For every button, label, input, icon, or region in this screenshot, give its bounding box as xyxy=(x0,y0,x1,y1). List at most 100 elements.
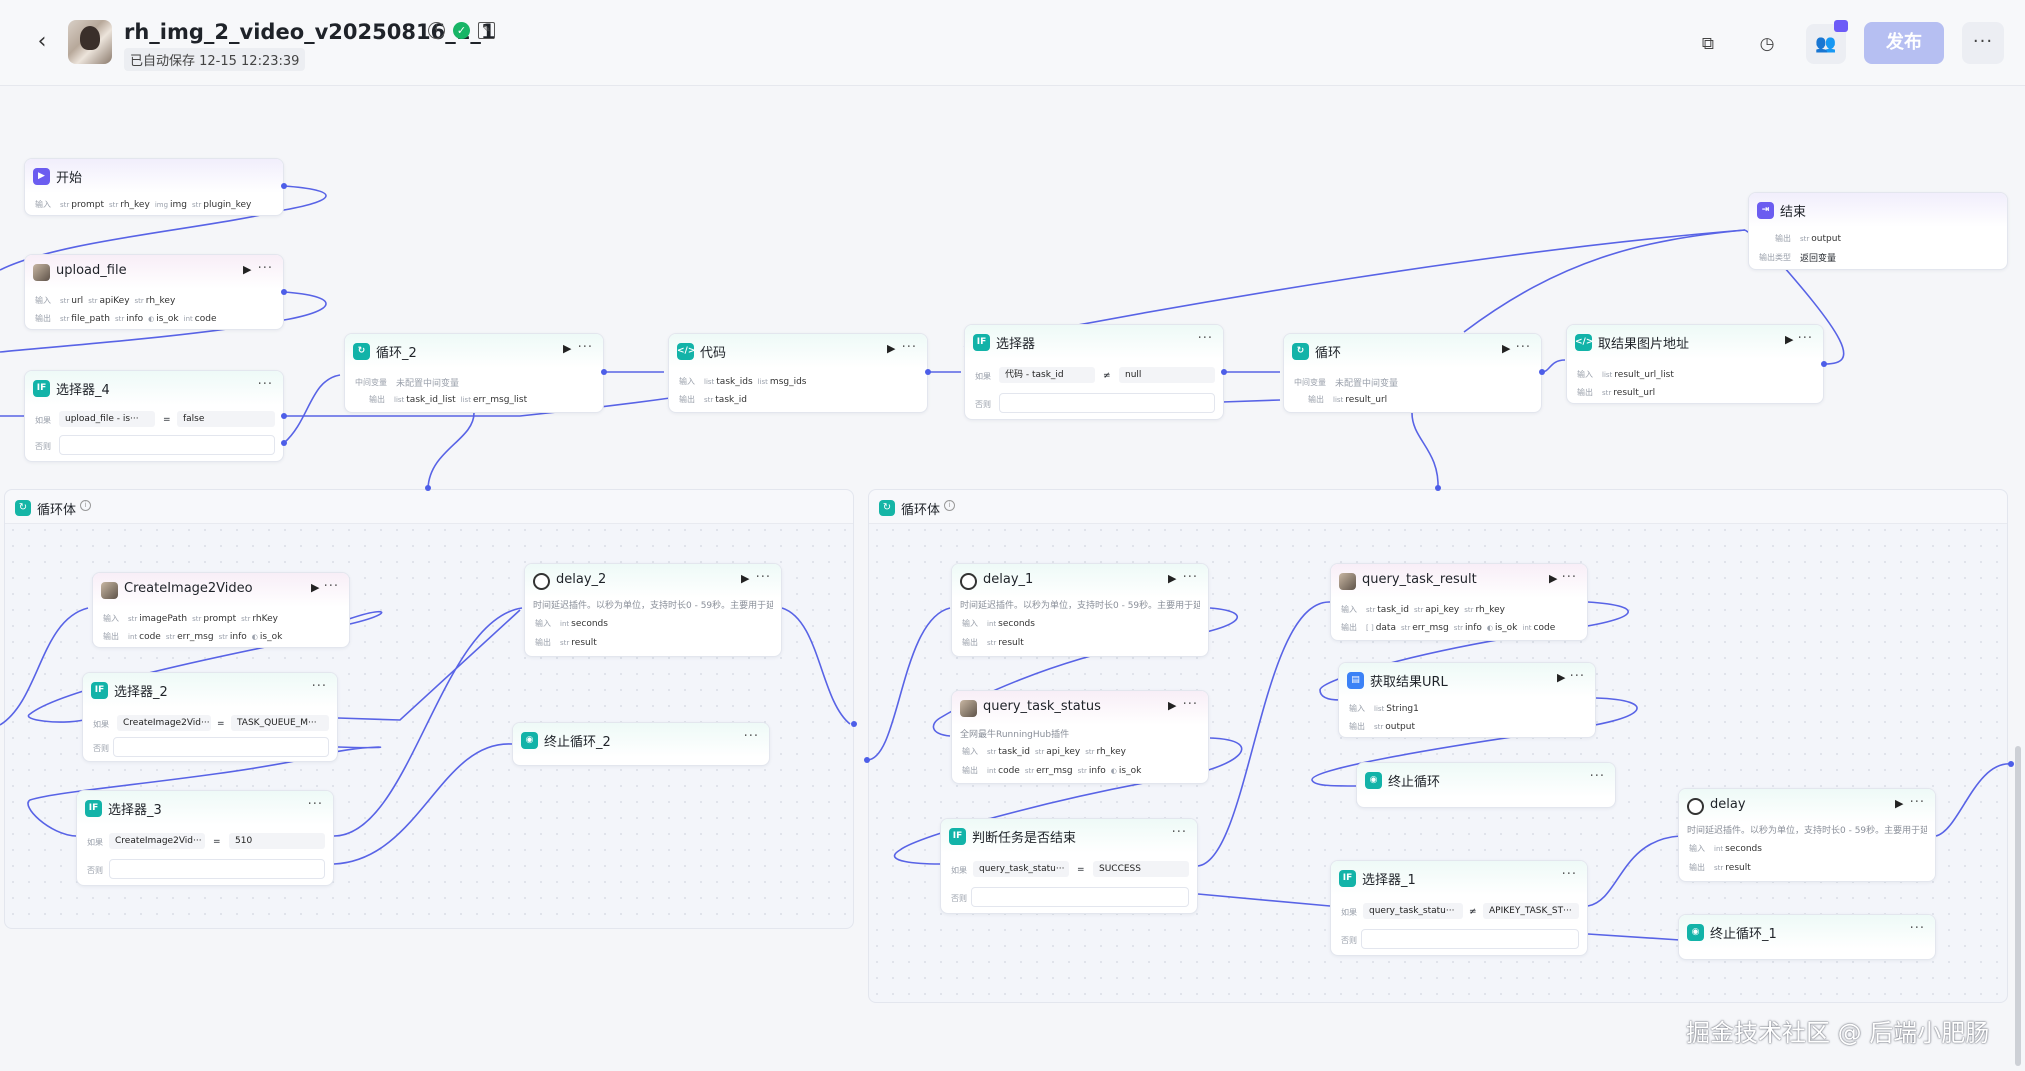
node-menu-icon[interactable]: ··· xyxy=(577,340,593,355)
run-icon[interactable]: ▶ xyxy=(1557,671,1566,684)
else-branch[interactable] xyxy=(1361,929,1579,949)
node-menu-icon[interactable]: ··· xyxy=(307,797,323,812)
var-tag: output xyxy=(1385,721,1415,732)
node-menu-icon[interactable]: ··· xyxy=(311,679,327,694)
condition-left[interactable]: query_task_statu··· xyxy=(973,861,1069,877)
condition-left[interactable]: query_task_statu··· xyxy=(1363,903,1463,919)
output-port[interactable] xyxy=(925,369,931,375)
output-port[interactable] xyxy=(601,369,607,375)
run-icon[interactable]: ▶ xyxy=(1502,342,1511,355)
node-delay-2[interactable]: delay_2 ▶ ··· 时间延迟插件。以秒为单位，支持时长0 - 59秒。主… xyxy=(524,563,782,657)
back-icon[interactable]: ‹ xyxy=(37,29,47,54)
vertical-scrollbar[interactable] xyxy=(2015,746,2021,1066)
condition-left[interactable]: 代码 - task_id xyxy=(999,367,1095,383)
else-branch[interactable] xyxy=(971,887,1189,907)
node-menu-icon[interactable]: ··· xyxy=(257,377,273,392)
run-icon[interactable]: ▶ xyxy=(1168,699,1177,712)
node-menu-icon[interactable]: ··· xyxy=(901,340,917,355)
condition-right[interactable]: APIKEY_TASK_ST··· xyxy=(1483,903,1579,919)
node-menu-icon[interactable]: ··· xyxy=(1515,340,1531,355)
node-selector-3[interactable]: IF 选择器_3 ··· 如果 CreateImage2Vid··· = 510… xyxy=(76,790,334,886)
run-icon[interactable]: ▶ xyxy=(243,263,252,276)
node-menu-icon[interactable]: ··· xyxy=(1797,331,1813,346)
else-branch[interactable] xyxy=(109,859,325,879)
node-delay[interactable]: delay ▶ ··· 时间延迟插件。以秒为单位，支持时长0 - 59秒。主要用… xyxy=(1678,788,1936,882)
output-port[interactable] xyxy=(1221,369,1227,375)
condition-right[interactable]: 510 xyxy=(229,833,325,849)
node-selector[interactable]: IF 选择器 ··· 如果 代码 - task_id ≠ null 否则 xyxy=(964,324,1224,420)
node-menu-icon[interactable]: ··· xyxy=(1182,570,1198,585)
run-icon[interactable]: ▶ xyxy=(1549,572,1558,585)
more-menu-button[interactable]: ··· xyxy=(1962,22,2004,64)
node-menu-icon[interactable]: ··· xyxy=(1561,867,1577,882)
node-menu-icon[interactable]: ··· xyxy=(323,579,339,594)
condition-left[interactable]: CreateImage2Vid··· xyxy=(109,833,205,849)
condition-left[interactable]: CreateImage2Vid··· xyxy=(117,715,211,731)
history-button[interactable]: ◷ xyxy=(1747,24,1787,64)
loop-port[interactable] xyxy=(2008,761,2014,767)
node-menu-icon[interactable]: ··· xyxy=(1197,331,1213,346)
run-icon[interactable]: ▶ xyxy=(311,581,320,594)
condition-right[interactable]: SUCCESS xyxy=(1093,861,1189,877)
node-selector-1[interactable]: IF 选择器_1 ··· 如果 query_task_statu··· ≠ AP… xyxy=(1330,860,1588,956)
output-type-value: 返回变量 xyxy=(1800,254,1837,264)
node-query-task-status[interactable]: query_task_status ▶ ··· 全网最牛RunningHub插件… xyxy=(951,690,1209,784)
publish-button[interactable]: 发布 xyxy=(1864,22,1944,64)
condition-right[interactable]: null xyxy=(1119,367,1215,383)
condition-right[interactable]: false xyxy=(177,411,275,427)
node-menu-icon[interactable]: ··· xyxy=(1909,795,1925,810)
node-delay-1[interactable]: delay_1 ▶ ··· 时间延迟插件。以秒为单位，支持时长0 - 59秒。主… xyxy=(951,563,1209,657)
loop-port[interactable] xyxy=(851,721,857,727)
run-icon[interactable]: ▶ xyxy=(1895,797,1904,810)
node-stop-loop-1[interactable]: ◉ 终止循环_1 ··· xyxy=(1678,914,1936,960)
run-icon[interactable]: ▶ xyxy=(887,342,896,355)
run-icon[interactable]: ▶ xyxy=(563,342,572,355)
node-menu-icon[interactable]: ··· xyxy=(743,729,759,744)
node-selector-2[interactable]: IF 选择器_2 ··· 如果 CreateImage2Vid··· = TAS… xyxy=(82,672,338,762)
node-menu-icon[interactable]: ··· xyxy=(1589,769,1605,784)
run-icon[interactable]: ▶ xyxy=(1168,572,1177,585)
node-judge-task-finished[interactable]: IF 判断任务是否结束 ··· 如果 query_task_statu··· =… xyxy=(940,818,1198,914)
condition-right[interactable]: TASK_QUEUE_M··· xyxy=(231,715,329,731)
output-port[interactable] xyxy=(281,183,287,189)
else-branch[interactable] xyxy=(999,393,1215,413)
node-menu-icon[interactable]: ··· xyxy=(1182,697,1198,712)
node-stop-loop[interactable]: ◉ 终止循环 ··· xyxy=(1356,762,1616,808)
edit-icon[interactable]: ✎ xyxy=(478,22,495,39)
output-port[interactable] xyxy=(281,413,287,419)
run-icon[interactable]: ▶ xyxy=(741,572,750,585)
copy-button[interactable]: ⧉ xyxy=(1688,24,1728,64)
output-port[interactable] xyxy=(1539,369,1545,375)
node-stop-loop-2[interactable]: ◉ 终止循环_2 ··· xyxy=(512,722,770,766)
loop-port[interactable] xyxy=(425,485,431,491)
output-port[interactable] xyxy=(281,289,287,295)
node-menu-icon[interactable]: ··· xyxy=(1569,669,1585,684)
condition-left[interactable]: upload_file - is··· xyxy=(59,411,155,427)
node-menu-icon[interactable]: ··· xyxy=(1909,921,1925,936)
node-menu-icon[interactable]: ··· xyxy=(1561,570,1577,585)
output-port[interactable] xyxy=(281,440,287,446)
node-menu-icon[interactable]: ··· xyxy=(755,570,771,585)
else-branch[interactable] xyxy=(59,435,275,455)
output-port[interactable] xyxy=(1821,361,1827,367)
run-icon[interactable]: ▶ xyxy=(1785,333,1794,346)
loop-port[interactable] xyxy=(1435,485,1441,491)
info-icon[interactable]: i xyxy=(428,22,445,39)
collaborators-button[interactable]: 👥 xyxy=(1806,20,1848,64)
node-selector-4[interactable]: IF 选择器_4 ··· 如果 upload_file - is··· = fa… xyxy=(24,370,284,462)
loop-port[interactable] xyxy=(864,757,870,763)
else-branch[interactable] xyxy=(113,737,329,757)
row-label: 否则 xyxy=(975,400,991,409)
node-menu-icon[interactable]: ··· xyxy=(1171,825,1187,840)
node-menu-icon[interactable]: ··· xyxy=(257,261,273,276)
